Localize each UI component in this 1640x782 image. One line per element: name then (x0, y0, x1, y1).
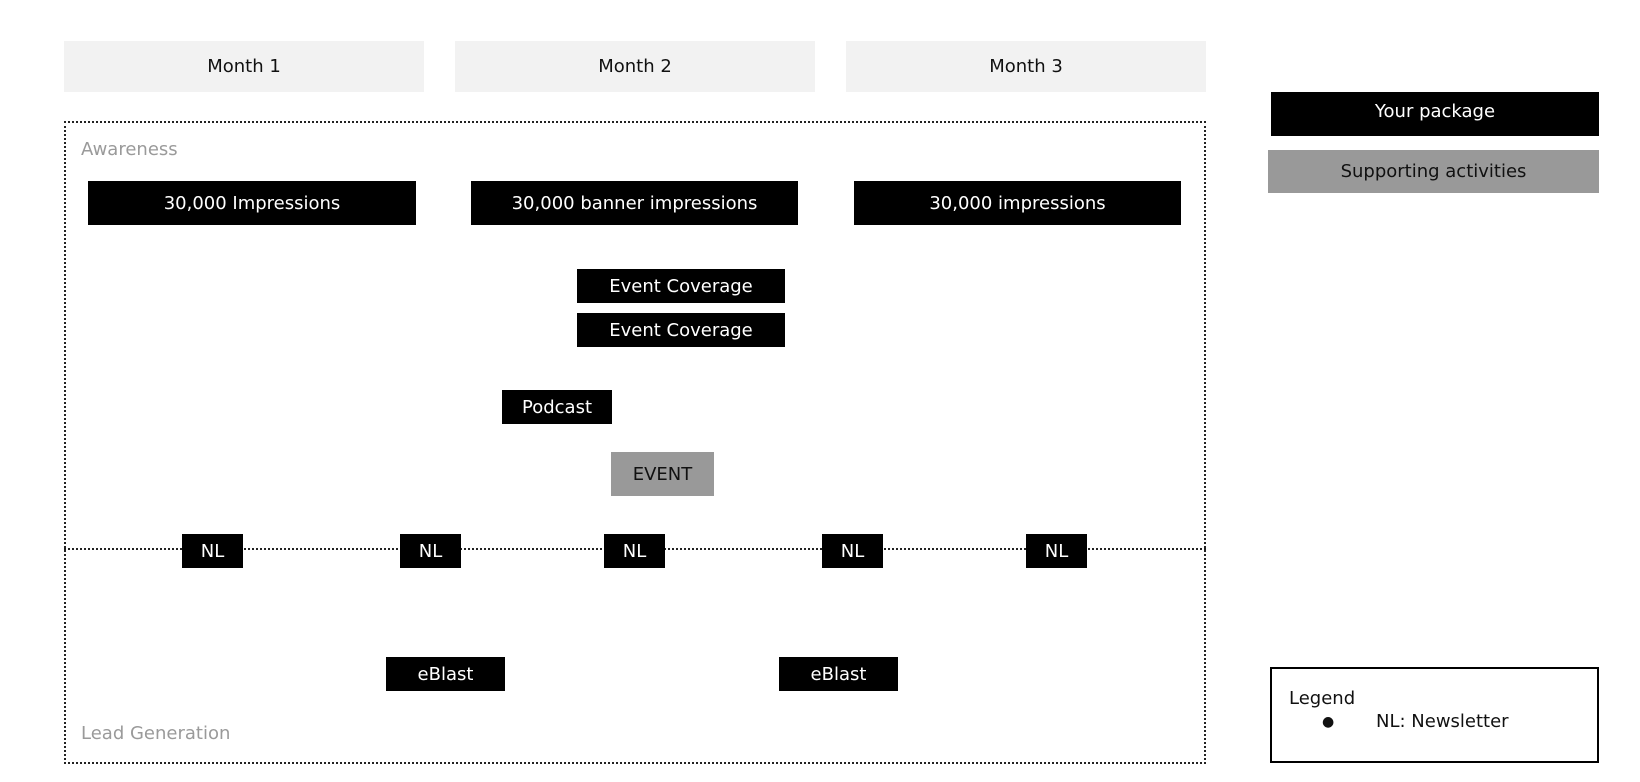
event-supporting-item: EVENT (611, 452, 714, 496)
legend-title: Legend (1289, 688, 1356, 709)
event-coverage-1: Event Coverage (577, 269, 785, 303)
newsletter-item: NL (400, 534, 461, 568)
legend-box: Legend ● NL: Newsletter (1270, 667, 1599, 763)
eblast-item: eBlast (386, 657, 505, 691)
eblast-item: eBlast (779, 657, 898, 691)
key-supporting-activities: Supporting activities (1268, 150, 1599, 193)
event-coverage-2: Event Coverage (577, 313, 785, 347)
podcast-item: Podcast (502, 390, 612, 424)
timeline-zone-box (64, 121, 1206, 764)
lead-generation-zone-label: Lead Generation (81, 723, 231, 744)
impressions-month-3: 30,000 impressions (854, 181, 1181, 225)
newsletter-item: NL (1026, 534, 1087, 568)
legend-bullet-icon: ● (1322, 714, 1335, 730)
month-1-header: Month 1 (64, 41, 424, 92)
awareness-zone-label: Awareness (81, 139, 178, 160)
key-your-package: Your package (1271, 92, 1599, 136)
newsletter-item: NL (604, 534, 665, 568)
banner-impressions-month-2: 30,000 banner impressions (471, 181, 798, 225)
newsletter-item: NL (822, 534, 883, 568)
month-2-header: Month 2 (455, 41, 815, 92)
newsletter-item: NL (182, 534, 243, 568)
impressions-month-1: 30,000 Impressions (88, 181, 416, 225)
month-3-header: Month 3 (846, 41, 1206, 92)
legend-entry-newsletter: NL: Newsletter (1376, 711, 1509, 732)
